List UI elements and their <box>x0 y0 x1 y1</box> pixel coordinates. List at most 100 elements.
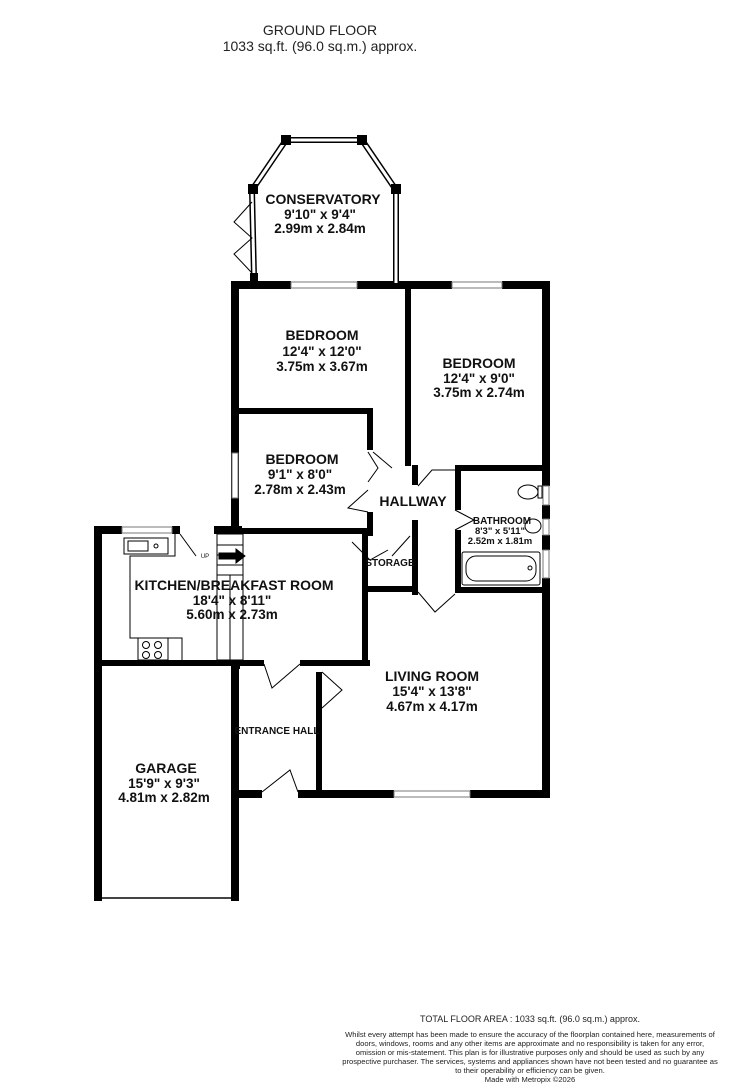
door-swing <box>179 533 197 557</box>
floor-title: GROUND FLOOR <box>262 22 378 38</box>
conservatory-frame <box>233 135 401 283</box>
bathroom-label: BATHROOM <box>473 516 531 527</box>
sink-tap-icon <box>153 543 159 549</box>
bedroom3-label: BEDROOM <box>265 451 338 467</box>
door-swing <box>261 769 299 793</box>
wall <box>236 663 240 669</box>
wall <box>367 586 417 592</box>
bath-inner-icon <box>465 555 537 582</box>
walls <box>94 281 550 901</box>
wall <box>542 535 550 550</box>
garage-metric: 4.81m x 2.82m <box>118 790 210 805</box>
total-floor-area: TOTAL FLOOR AREA : 1033 sq.ft. (96.0 sq.… <box>420 1014 640 1024</box>
door-swing <box>263 663 301 689</box>
stair-arrow-icon <box>218 547 246 565</box>
corner-post <box>250 273 258 283</box>
living-room-label: LIVING ROOM <box>385 668 479 684</box>
room-labels: CONSERVATORY 9'10" x 9'4" 2.99m x 2.84m … <box>118 191 532 805</box>
window <box>121 526 173 534</box>
disclaimer-text: Whilst every attempt has been made to en… <box>342 1030 718 1075</box>
wall <box>412 520 418 595</box>
wall <box>470 790 550 798</box>
floor-area: 1033 sq.ft. (96.0 sq.m.) approx. <box>222 38 418 54</box>
wall <box>231 281 239 533</box>
garage-imperial: 15'9" x 9'3" <box>128 776 200 791</box>
living-room-metric: 4.67m x 4.17m <box>386 699 478 714</box>
plan-header: GROUND FLOOR 1033 sq.ft. (96.0 sq.m.) ap… <box>170 22 470 54</box>
bedroom1-label: BEDROOM <box>285 327 358 343</box>
wall <box>316 672 322 790</box>
worktop <box>129 534 183 660</box>
bedroom1-metric: 3.75m x 3.67m <box>276 359 368 374</box>
bathroom-fittings <box>461 484 543 586</box>
conservatory-glazing <box>250 138 398 283</box>
wall <box>172 526 180 534</box>
bedroom3-imperial: 9'1" x 8'0" <box>268 467 332 482</box>
hob-icon <box>137 637 169 661</box>
kitchen-fittings <box>123 534 183 661</box>
sink-icon <box>123 537 169 555</box>
basin-icon <box>524 518 542 534</box>
conservatory-label: CONSERVATORY <box>265 191 381 207</box>
corner-post <box>281 135 291 145</box>
bedroom2-label: BEDROOM <box>442 355 515 371</box>
window <box>542 485 550 506</box>
wall <box>357 281 452 289</box>
stairs-up-label: UP <box>201 554 209 560</box>
kitchen-metric: 5.60m x 2.73m <box>186 607 278 622</box>
plan-footer: TOTAL FLOOR AREA : 1033 sq.ft. (96.0 sq.… <box>340 1015 720 1084</box>
wall <box>455 465 550 471</box>
bathroom-imperial: 8'3" x 5'11" <box>475 526 525 537</box>
conservatory-metric: 2.99m x 2.84m <box>274 221 366 236</box>
living-room-imperial: 15'4" x 13'8" <box>392 684 471 699</box>
bedroom2-metric: 3.75m x 2.74m <box>433 385 525 400</box>
door-swing <box>321 671 343 709</box>
storage-label: STORAGE <box>365 558 415 569</box>
wall <box>455 530 461 590</box>
toilet-icon <box>517 484 539 500</box>
door-swing <box>351 541 389 561</box>
bath-tap-icon <box>527 565 533 571</box>
windows <box>102 281 550 899</box>
door-swing <box>367 451 379 483</box>
window <box>542 518 550 536</box>
window <box>290 281 358 289</box>
hob-ring-icon <box>154 651 162 659</box>
corner-post <box>248 184 258 194</box>
window <box>231 452 239 499</box>
entrance-hall-label: ENTRANCE HALL <box>235 726 320 737</box>
door-swing <box>454 509 476 531</box>
window <box>451 281 503 289</box>
wall <box>455 465 461 510</box>
french-doors <box>233 201 253 274</box>
wall <box>214 526 242 534</box>
wall <box>231 408 373 414</box>
hob-ring-icon <box>142 651 150 659</box>
door-swing <box>417 591 456 613</box>
wall <box>236 790 262 798</box>
bedroom3-metric: 2.78m x 2.43m <box>254 482 346 497</box>
corner-post <box>391 184 401 194</box>
wall <box>542 578 550 798</box>
door-swing <box>391 535 411 557</box>
window <box>542 549 550 579</box>
wall <box>94 526 102 666</box>
wall <box>298 790 394 798</box>
door-swing <box>372 451 393 469</box>
corner-post <box>357 135 367 145</box>
wall <box>362 528 368 666</box>
wall <box>94 663 102 901</box>
bath-icon <box>461 551 541 586</box>
bedroom2-imperial: 12'4" x 9'0" <box>443 371 515 386</box>
conservatory-imperial: 9'10" x 9'4" <box>284 207 356 222</box>
wall <box>367 512 373 536</box>
hallway-label: HALLWAY <box>379 493 447 509</box>
wall <box>405 281 411 466</box>
sink-bowl-icon <box>127 540 149 552</box>
stairs <box>216 533 246 661</box>
wall <box>231 281 291 289</box>
wall <box>94 660 264 666</box>
bathroom-metric: 2.52m x 1.81m <box>468 536 532 547</box>
hob-ring-icon <box>154 641 162 649</box>
